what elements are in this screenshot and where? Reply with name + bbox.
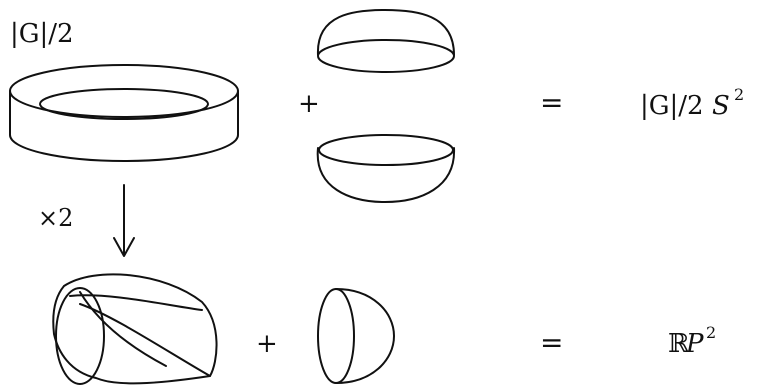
result-projective-P: P: [685, 329, 704, 359]
equals-sign-bottom: =: [540, 326, 563, 359]
cylinder-band: [9, 64, 239, 162]
result-sphere-exponent: 2: [734, 85, 744, 104]
multiplicity-label: |G|/2: [10, 19, 74, 49]
plus-sign-top: +: [298, 89, 320, 119]
upper-cap: [316, 9, 455, 73]
times-two-label: ×2: [38, 204, 73, 232]
lower-cap: [316, 134, 456, 203]
disc-cap: [317, 288, 395, 384]
result-sphere-S: S: [712, 91, 730, 121]
result-prefix: |G|/2: [640, 91, 704, 121]
mobius-band: [52, 273, 218, 385]
plus-sign-bottom: +: [256, 329, 278, 359]
down-arrow: [113, 184, 135, 257]
result-projective-exponent: 2: [706, 323, 716, 342]
result-real-R: ℝ: [668, 329, 690, 359]
equals-sign-top: =: [540, 86, 563, 119]
